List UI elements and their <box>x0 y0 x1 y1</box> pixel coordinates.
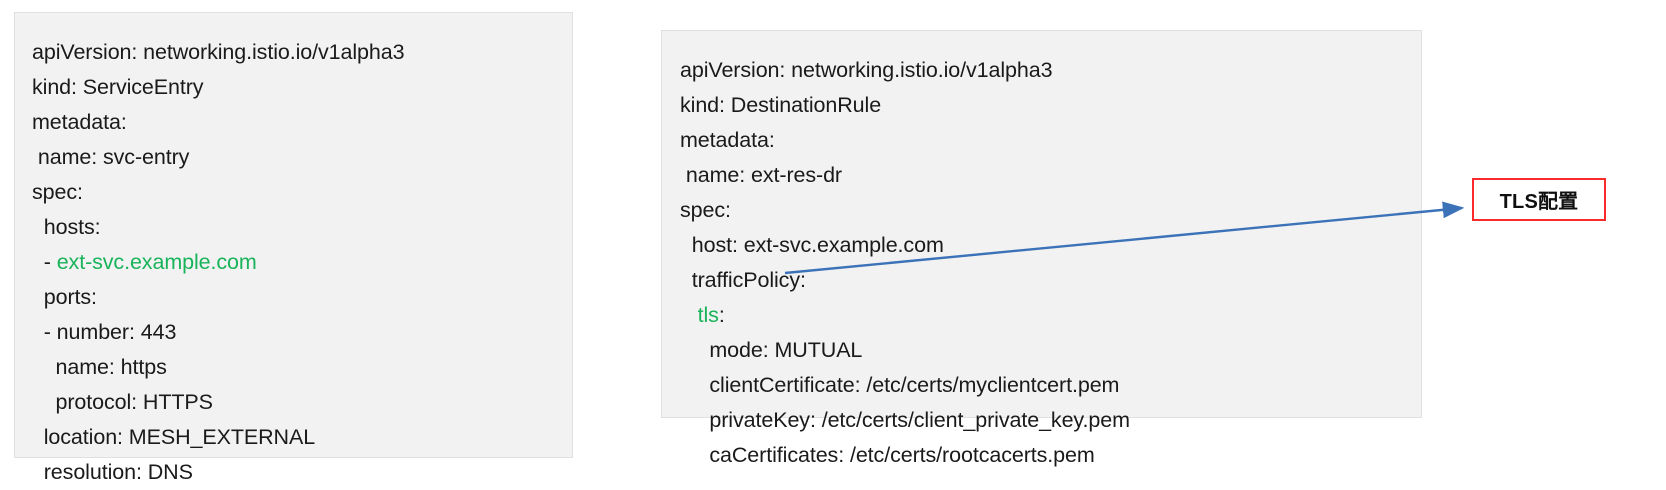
code-token: protocol: HTTPS <box>32 390 213 414</box>
code-token: spec: <box>680 198 731 222</box>
code-line: name: https <box>32 350 572 385</box>
code-token: name: svc-entry <box>32 145 190 169</box>
code-line: ports: <box>32 280 572 315</box>
diagram-canvas: apiVersion: networking.istio.io/v1alpha3… <box>14 12 1606 484</box>
code-line: kind: ServiceEntry <box>32 70 572 105</box>
code-line: kind: DestinationRule <box>680 88 1421 123</box>
code-token: hosts: <box>32 215 101 239</box>
code-line: location: MESH_EXTERNAL <box>32 420 572 455</box>
destination-rule-code-lines: apiVersion: networking.istio.io/v1alpha3… <box>680 53 1421 473</box>
code-line: hosts: <box>32 210 572 245</box>
code-token: - <box>32 250 57 274</box>
code-token: name: https <box>32 355 167 379</box>
code-token: location: MESH_EXTERNAL <box>32 425 316 449</box>
code-line: caCertificates: /etc/certs/rootcacerts.p… <box>680 438 1421 473</box>
code-token: kind: DestinationRule <box>680 93 882 117</box>
code-line: spec: <box>32 175 572 210</box>
code-token: resolution: DNS <box>32 460 193 484</box>
code-token: - number: 443 <box>32 320 177 344</box>
code-token: trafficPolicy: <box>680 268 806 292</box>
code-token <box>680 303 698 327</box>
code-line: mode: MUTUAL <box>680 333 1421 368</box>
code-line: apiVersion: networking.istio.io/v1alpha3 <box>32 35 572 70</box>
destination-rule-code-panel: apiVersion: networking.istio.io/v1alpha3… <box>661 30 1422 467</box>
code-token-highlight: tls <box>697 303 719 327</box>
code-line: metadata: <box>680 123 1421 158</box>
code-line: apiVersion: networking.istio.io/v1alpha3 <box>680 53 1421 88</box>
code-line: - ext-svc.example.com <box>32 245 572 280</box>
code-token-highlight: ext-svc.example.com <box>56 250 257 274</box>
code-line: clientCertificate: /etc/certs/myclientce… <box>680 368 1421 403</box>
tls-callout-label: TLS配置 <box>1499 191 1579 213</box>
code-line: privateKey: /etc/certs/client_private_ke… <box>680 403 1421 438</box>
code-token: mode: MUTUAL <box>680 338 863 362</box>
tls-callout-box: TLS配置 <box>1472 178 1606 221</box>
code-token: clientCertificate: /etc/certs/myclientce… <box>680 373 1120 397</box>
code-token: privateKey: /etc/certs/client_private_ke… <box>680 408 1130 432</box>
code-line: - number: 443 <box>32 315 572 350</box>
code-token: name: ext-res-dr <box>680 163 842 187</box>
code-line: protocol: HTTPS <box>32 385 572 420</box>
code-token: kind: ServiceEntry <box>32 75 204 99</box>
code-line: host: ext-svc.example.com <box>680 228 1421 263</box>
code-token: metadata: <box>32 110 127 134</box>
code-token: metadata: <box>680 128 775 152</box>
code-token: apiVersion: networking.istio.io/v1alpha3 <box>32 40 405 64</box>
code-token: : <box>718 303 725 327</box>
code-line: spec: <box>680 193 1421 228</box>
code-token: spec: <box>32 180 83 204</box>
code-token: host: ext-svc.example.com <box>680 233 944 257</box>
service-entry-code-panel: apiVersion: networking.istio.io/v1alpha3… <box>14 12 573 484</box>
code-line: name: svc-entry <box>32 140 572 175</box>
code-token: apiVersion: networking.istio.io/v1alpha3 <box>680 58 1053 82</box>
code-token: ports: <box>32 285 97 309</box>
service-entry-code-lines: apiVersion: networking.istio.io/v1alpha3… <box>32 35 572 490</box>
code-line: tls: <box>680 298 1421 333</box>
code-token: caCertificates: /etc/certs/rootcacerts.p… <box>680 443 1095 467</box>
code-line: name: ext-res-dr <box>680 158 1421 193</box>
code-line: trafficPolicy: <box>680 263 1421 298</box>
code-line: metadata: <box>32 105 572 140</box>
